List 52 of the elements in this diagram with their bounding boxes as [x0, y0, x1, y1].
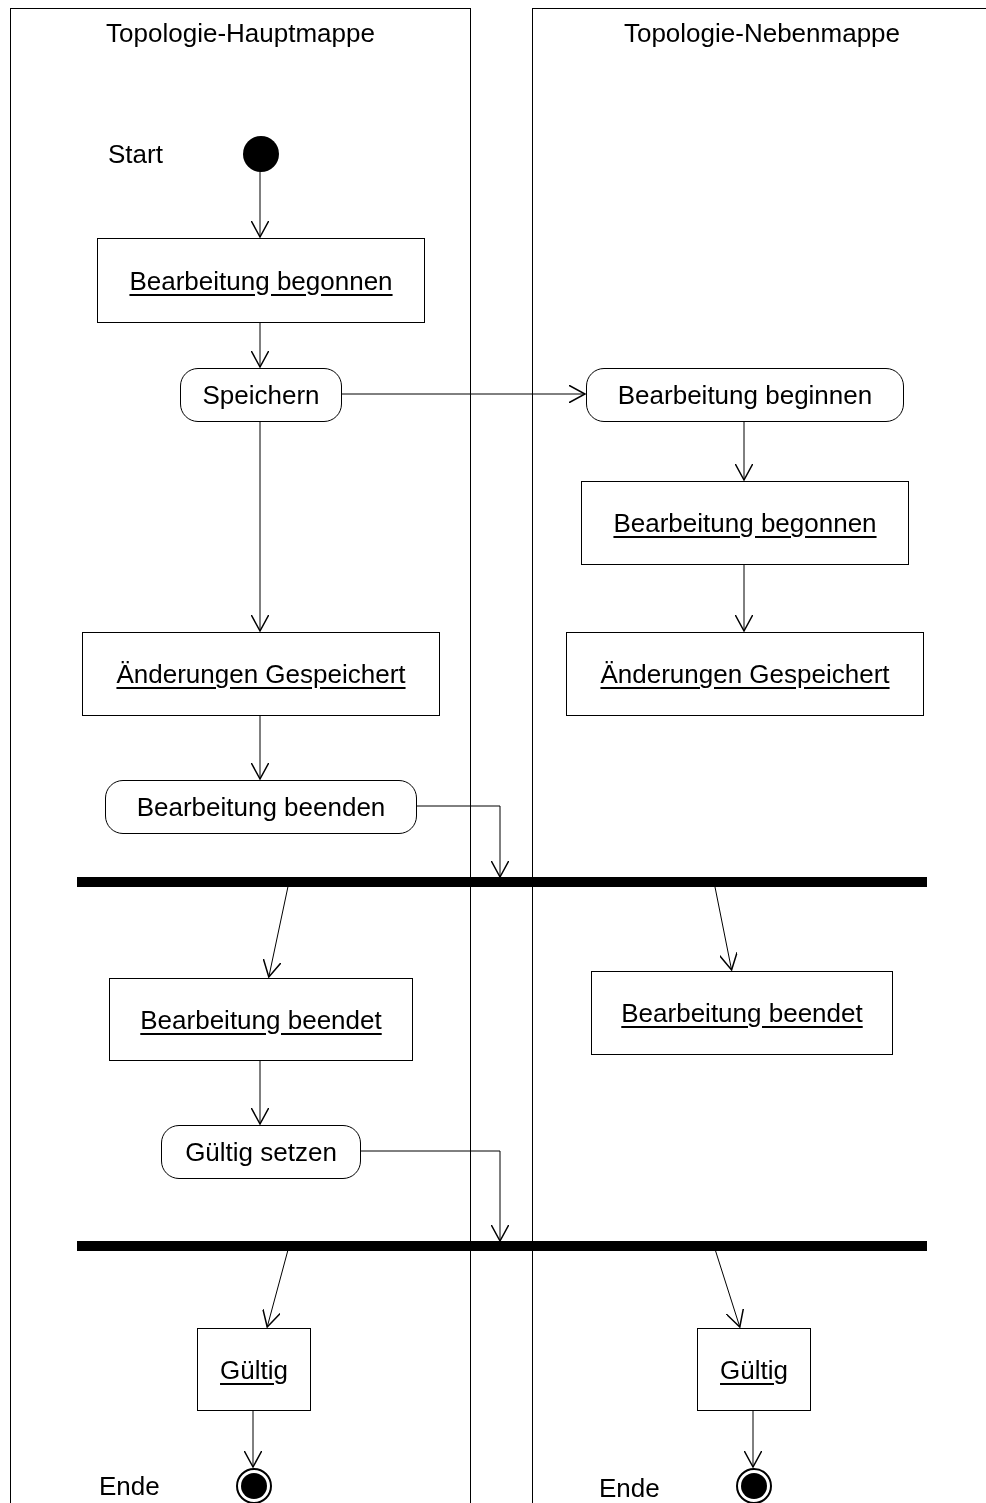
arrow	[250, 321, 270, 368]
arrow	[250, 170, 270, 238]
arrow	[262, 886, 289, 978]
arrow	[250, 1059, 270, 1125]
object-node	[697, 1328, 811, 1411]
object-label: Bearbeitung beendet	[140, 1004, 382, 1035]
arrow	[415, 805, 510, 878]
action-label: Gültig setzen	[185, 1137, 337, 1167]
arrow	[250, 420, 270, 632]
action-node	[180, 368, 342, 422]
object-label: Bearbeitung beendet	[621, 998, 863, 1028]
object-label: Bearbeitung begonnen	[129, 265, 393, 296]
action-node	[161, 1125, 361, 1179]
arrow	[250, 714, 270, 780]
object-node	[591, 971, 893, 1055]
object-label: Gültig	[720, 1354, 788, 1385]
object-label: Änderungen Gespeichert	[116, 659, 406, 689]
arrow	[243, 1409, 263, 1468]
object-label: Änderungen Gespeichert	[600, 659, 890, 689]
arrow	[743, 1409, 763, 1468]
arrow	[359, 1150, 510, 1242]
end-node	[236, 1468, 272, 1503]
action-label: Speichern	[202, 380, 320, 410]
arrow	[734, 420, 754, 481]
action-node	[586, 368, 904, 422]
start-node	[243, 136, 279, 172]
swimlane	[532, 8, 986, 1503]
node-caption: Ende	[99, 1471, 160, 1501]
arrow	[714, 886, 738, 971]
object-node	[97, 238, 425, 323]
sync-bar	[77, 1241, 927, 1251]
arrow	[715, 1250, 745, 1328]
lane-title: Topologie-Nebenmappe	[622, 17, 902, 49]
arrow	[262, 1250, 289, 1328]
end-node	[736, 1468, 772, 1503]
object-node	[197, 1328, 311, 1411]
swimlane	[10, 8, 471, 1503]
node-caption: Ende	[599, 1473, 660, 1503]
object-node	[581, 481, 909, 565]
node-caption: Start	[108, 139, 163, 169]
object-node	[109, 978, 413, 1061]
sync-bar	[77, 877, 927, 887]
action-label: Bearbeitung beginnen	[617, 380, 873, 410]
arrow	[340, 384, 586, 404]
lane-title: Topologie-Hauptmappe	[105, 17, 376, 49]
object-node	[82, 632, 440, 716]
object-node	[566, 632, 924, 716]
object-label: Gültig	[220, 1354, 288, 1385]
action-node	[105, 780, 417, 834]
arrow	[734, 563, 754, 632]
object-label: Bearbeitung begonnen	[613, 508, 877, 538]
action-label: Bearbeitung beenden	[136, 792, 386, 822]
